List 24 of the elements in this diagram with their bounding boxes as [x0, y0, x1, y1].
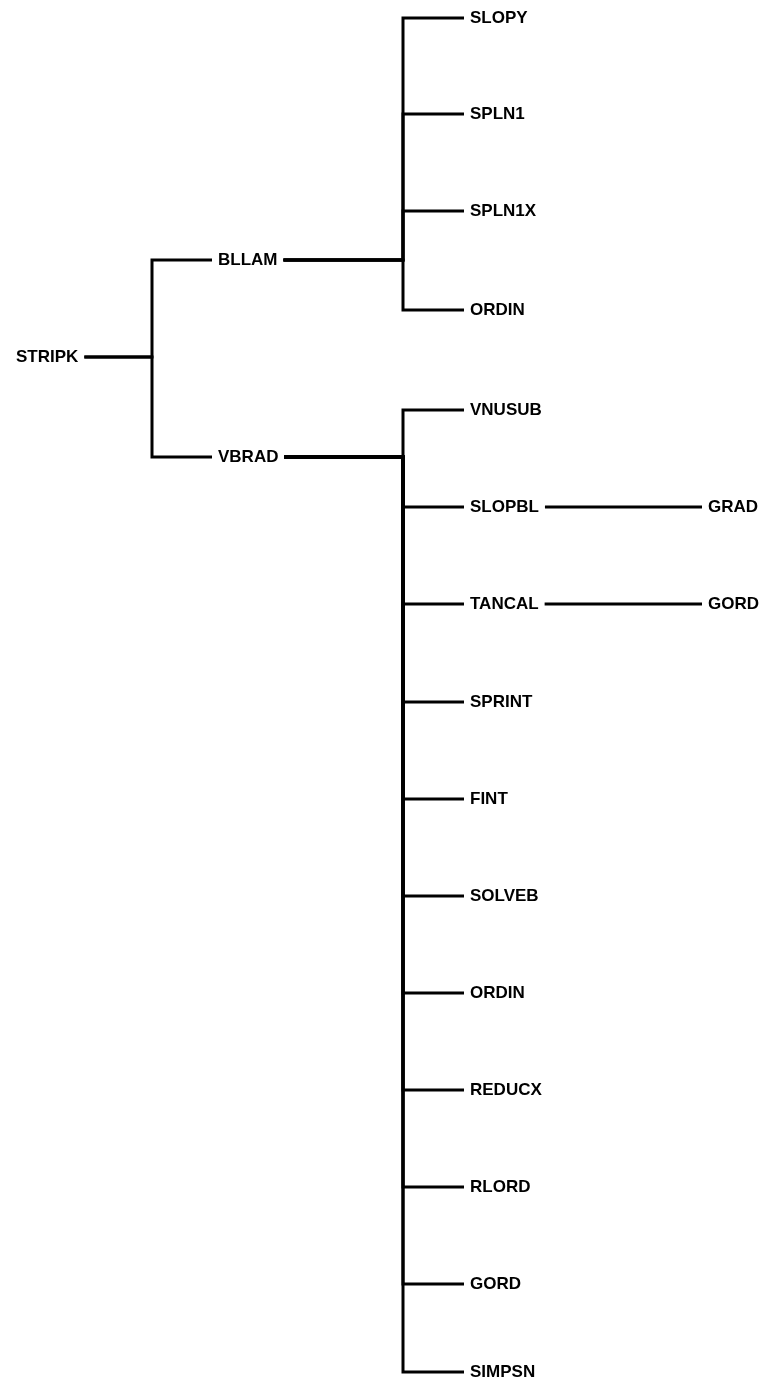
- routine-name: GRAD: [702, 496, 765, 518]
- routine-name: ORDIN: [464, 299, 531, 321]
- routine-name: SPLN1X: [464, 200, 543, 222]
- routine-name: RLORD: [464, 1176, 537, 1198]
- connector-line: [544, 602, 702, 606]
- routine-name: TANCAL: [464, 593, 545, 615]
- routine-name: BLLAM: [212, 249, 284, 271]
- routine-name: SPRINT: [464, 691, 539, 713]
- routine-name: GORD: [702, 593, 765, 615]
- connector-line: [544, 505, 702, 509]
- routine-name: REDUCX: [464, 1079, 548, 1101]
- routine-name: SIMPSN: [464, 1361, 542, 1383]
- routine-name: VNUSUB: [464, 399, 548, 421]
- routine-name: SOLVEB: [464, 885, 545, 907]
- routine-name: SLOPY: [464, 7, 534, 29]
- routine-name: ORDIN: [464, 982, 531, 1004]
- routine-name: VBRAD: [212, 446, 285, 468]
- connector-line: [283, 258, 464, 312]
- connector-line: [84, 355, 212, 459]
- routine-name: SPLN1: [464, 103, 531, 125]
- routine-name: FINT: [464, 788, 514, 810]
- routine-name: GORD: [464, 1273, 527, 1295]
- routine-name: SLOPBL: [464, 496, 545, 518]
- routine-name: STRIPK: [10, 346, 85, 368]
